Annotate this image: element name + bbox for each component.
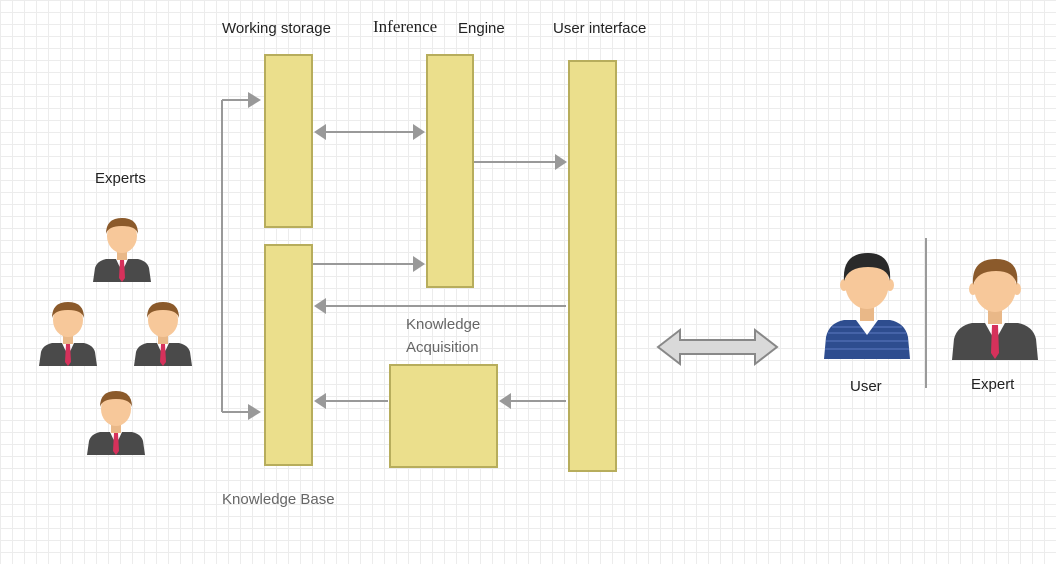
inference-engine-box	[426, 54, 474, 288]
double-arrow-icon	[656, 327, 779, 367]
working-storage-box	[264, 54, 313, 228]
expert-label: Expert	[971, 376, 1015, 393]
expert-person-icon	[93, 218, 151, 282]
knowledge-base-box	[264, 244, 313, 466]
user-interface-label: User interface	[553, 20, 647, 37]
user-person-icon	[824, 253, 910, 359]
knowledge-base-label: Knowledge Base	[222, 491, 335, 508]
experts-label: Experts	[95, 170, 146, 187]
user-label: User	[850, 378, 882, 395]
expert-person-icon	[39, 302, 97, 366]
inference-label: Inference	[373, 17, 438, 36]
expert-person-icon	[952, 259, 1038, 360]
knowledge-acquisition-label-line1: Knowledge	[406, 316, 481, 333]
expert-person-icon	[87, 391, 145, 455]
knowledge-acquisition-label-line2: Acquisition	[406, 339, 479, 356]
expert-person-icon	[134, 302, 192, 366]
working-storage-label: Working storage	[222, 20, 331, 37]
user-interface-box	[568, 60, 617, 472]
knowledge-acquisition-box	[389, 364, 498, 468]
engine-label: Engine	[458, 20, 505, 37]
